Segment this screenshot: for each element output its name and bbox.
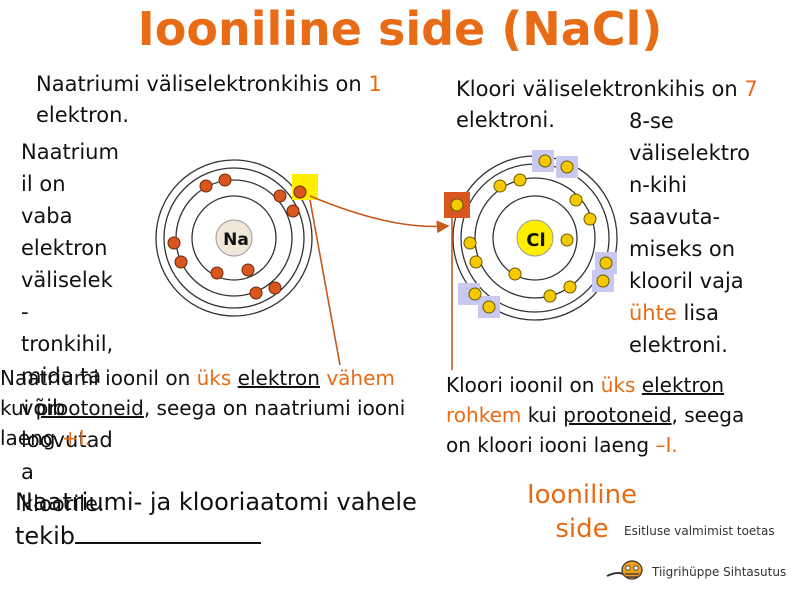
na-free-electron-note: Naatrium il on vaba elektron väliselek -…: [21, 140, 119, 516]
na-electron: [241, 263, 255, 277]
na-electron: [167, 236, 181, 250]
na-ion-pointer: [309, 199, 341, 366]
cl-electron: [538, 154, 552, 168]
cl-electron: [493, 179, 507, 193]
cl-shell-2: [474, 177, 596, 299]
cl-electron: [463, 236, 477, 250]
na-electron: [199, 179, 213, 193]
na-electron: [293, 185, 307, 199]
cl-shell-1: [492, 195, 578, 281]
electron-transfer-arrow: [309, 195, 450, 234]
cl-electron: [563, 280, 577, 294]
cl-atom: Cl: [444, 150, 618, 321]
conclusion-sentence: Naatriumi- ja klooriaatomi vahele tekib: [15, 488, 417, 550]
cl-electron: [468, 287, 482, 301]
na-shell-3: [155, 159, 313, 317]
cl-electron: [450, 198, 464, 212]
na-electron: [174, 255, 188, 269]
na-shell-1: [191, 195, 277, 281]
cl-ion-note: Kloori ioonil on üks elektron rohkem kui…: [446, 373, 745, 457]
cl-symbol: Cl: [526, 230, 545, 251]
cl-valence-note: Kloori väliselektronkihis on 7 elektroni…: [456, 77, 758, 132]
cl-electron: [596, 274, 610, 288]
na-symbol: Na: [223, 230, 249, 250]
cl-electron: [513, 173, 527, 187]
cl-needs-note: 8-se väliselektro n-kihi saavuta- miseks…: [629, 109, 750, 357]
na-electron: [210, 266, 224, 280]
cl-electron: [560, 160, 574, 174]
cl-electron: [599, 256, 613, 270]
cl-electron: [469, 255, 483, 269]
cl-electron: [508, 267, 522, 281]
footer-org: Tiigrihüppe Sihtasutus: [652, 565, 787, 579]
na-nucleus: [215, 219, 253, 257]
footer-credit: Esitluse valmimist toetas: [624, 524, 775, 538]
cl-electron: [543, 289, 557, 303]
cl-nucleus: [516, 219, 554, 257]
na-electron: [249, 286, 263, 300]
answer-blank[interactable]: [74, 520, 261, 544]
cl-electron: [569, 193, 583, 207]
conclusion-answer: Iooniline side: [526, 480, 638, 544]
cl-electron: [583, 212, 597, 226]
na-electron: [268, 281, 282, 295]
na-electron: [273, 189, 287, 203]
na-shell-3b: [163, 167, 305, 309]
tiger-logo-icon: [606, 560, 643, 580]
na-ion-note: Naatriumi ioonil on üks elektron vähem k…: [0, 366, 406, 450]
na-electron: [286, 204, 300, 218]
cl-electron: [560, 233, 574, 247]
na-atom: Na: [155, 159, 318, 317]
na-electron: [218, 173, 232, 187]
cl-electron: [482, 300, 496, 314]
page-title: Iooniline side (NaCl): [137, 2, 663, 56]
